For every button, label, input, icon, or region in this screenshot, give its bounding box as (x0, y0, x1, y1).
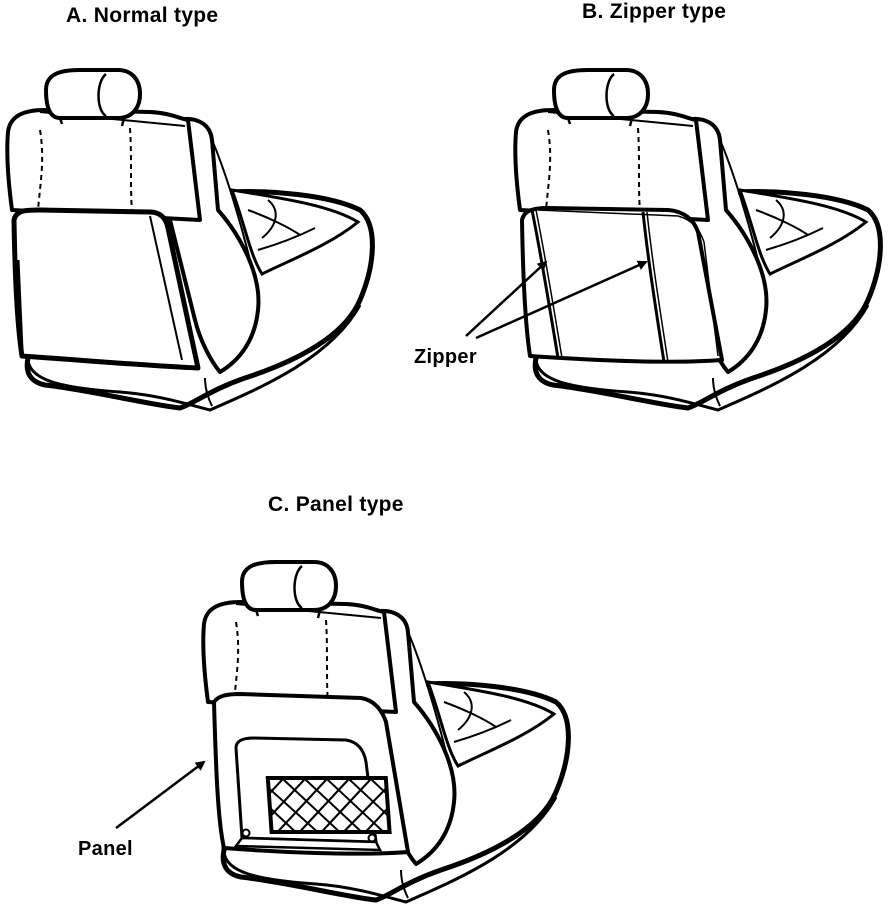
zipper-arrow-left (465, 260, 548, 337)
panel-arrow (115, 760, 206, 829)
title-normal-type: A. Normal type (66, 4, 219, 27)
title-zipper-type: B. Zipper type (582, 0, 727, 23)
callout-panel: Panel (78, 838, 133, 860)
title-panel-type: C. Panel type (268, 493, 404, 516)
zipper-arrow-right (475, 260, 648, 340)
callout-zipper: Zipper (414, 346, 477, 368)
